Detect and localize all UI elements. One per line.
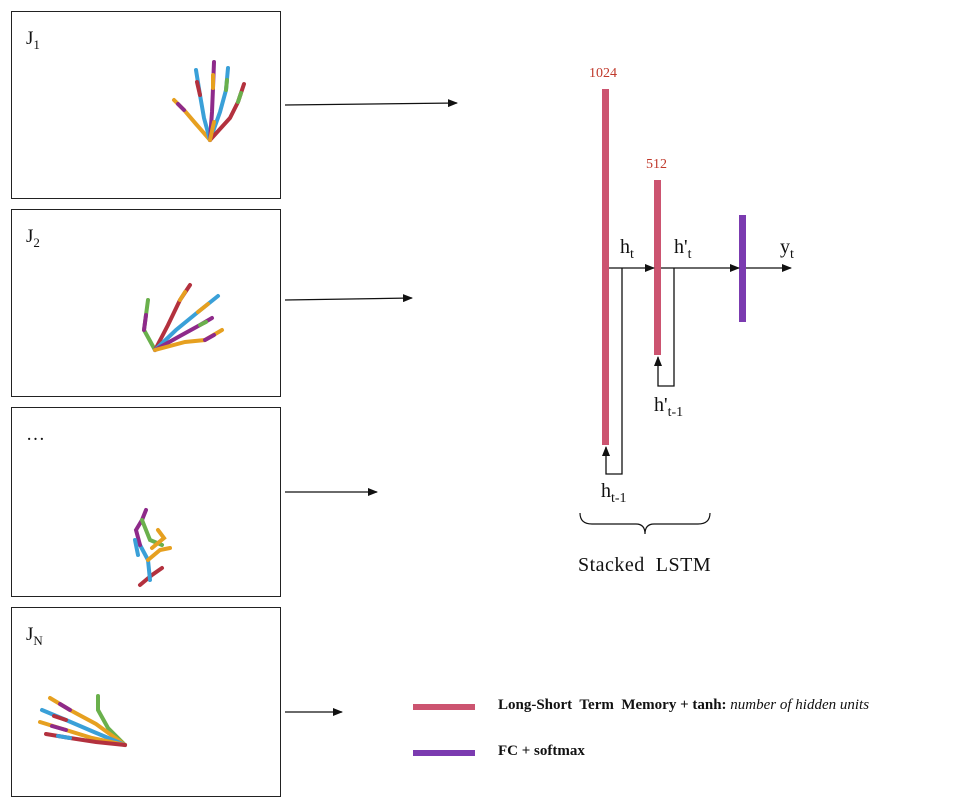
fc-softmax-bar bbox=[739, 215, 746, 322]
recurrent-loop-2 bbox=[654, 268, 675, 387]
frame-label-ellipsis: … bbox=[26, 424, 45, 445]
frame-label-1: J1 bbox=[26, 28, 40, 52]
label-y-t: yt bbox=[780, 236, 794, 262]
legend-lstm-swatch bbox=[413, 704, 475, 710]
label-h-t-minus-1: ht-1 bbox=[601, 480, 627, 506]
hand-skeleton-1 bbox=[172, 60, 246, 142]
label-h-prime-t-minus-1: h't-1 bbox=[654, 394, 684, 420]
frame-label-n: JN bbox=[26, 624, 43, 648]
recurrent-loop-1 bbox=[602, 268, 623, 475]
label-h-t: ht bbox=[620, 236, 634, 262]
hand-skeleton-2 bbox=[141, 283, 224, 352]
layer-1-units: 1024 bbox=[589, 66, 617, 81]
legend-fc-swatch bbox=[413, 750, 475, 756]
frame-label-2: J2 bbox=[26, 226, 40, 250]
lstm-layer-1-bar bbox=[602, 89, 609, 445]
hand-skeleton-3 bbox=[133, 508, 172, 587]
legend-lstm-text: Long-Short Term Memory + tanh: number of… bbox=[498, 697, 870, 713]
skeleton-frame-ellipsis: … bbox=[11, 407, 281, 597]
input-arrow-2 bbox=[284, 294, 413, 303]
input-arrow-1 bbox=[284, 99, 458, 108]
lstm-layer-2-bar bbox=[654, 180, 661, 355]
label-h-prime-t: h't bbox=[674, 236, 692, 262]
hand-skeleton-n bbox=[38, 694, 127, 747]
layer-2-units: 512 bbox=[646, 157, 667, 172]
legend-fc-text: FC + softmax bbox=[498, 743, 585, 759]
stacked-lstm-caption: Stacked LSTM bbox=[578, 554, 712, 576]
stacked-lstm-brace bbox=[579, 512, 711, 535]
